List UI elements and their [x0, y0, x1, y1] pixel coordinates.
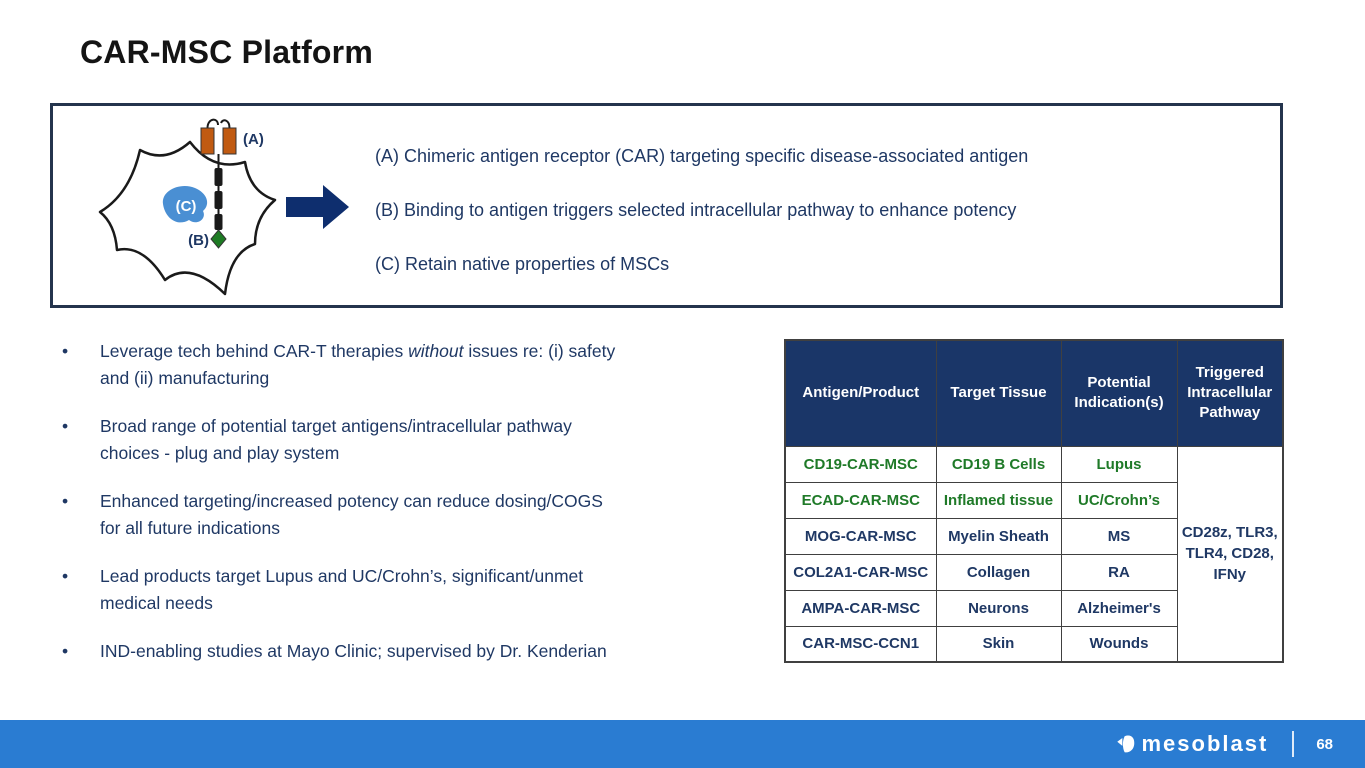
cell-product: COL2A1-CAR-MSC — [784, 553, 937, 591]
cell-product: CAR-MSC-CCN1 — [784, 625, 937, 663]
header-triggered-pathway: Triggered Intracellular Pathway — [1176, 339, 1284, 447]
bullet-line: Broad range of potential target antigens… — [100, 416, 572, 436]
cell-tissue: Skin — [935, 625, 1062, 663]
label-c: (C) — [176, 198, 197, 215]
bullet-item-lead-products: Lead products target Lupus and UC/Crohn’… — [62, 563, 762, 617]
page-number: 68 — [1316, 735, 1333, 753]
footer-divider — [1292, 731, 1295, 757]
msc-cell-diagram: (C) (A) (B) — [98, 118, 277, 296]
description-a: (A) Chimeric antigen receptor (CAR) targ… — [375, 146, 1029, 166]
bullet-line: Enhanced targeting/increased potency can… — [100, 491, 603, 511]
cell-tissue: Inflamed tissue — [935, 481, 1062, 519]
bullet-list: Leverage tech behind CAR-T therapies wit… — [62, 338, 762, 686]
cell-product: AMPA-CAR-MSC — [784, 589, 937, 627]
brand-wordmark: mesoblast — [1141, 731, 1269, 756]
receptor-domain-left — [200, 127, 215, 155]
cell-product: ECAD-CAR-MSC — [784, 481, 937, 519]
bullet-line: for all future indications — [100, 518, 280, 538]
cell-tissue: Myelin Sheath — [935, 517, 1062, 555]
bullet-item-leverage: Leverage tech behind CAR-T therapies wit… — [62, 338, 762, 392]
footer-bar: mesoblast 68 — [0, 720, 1365, 768]
cell-indication: RA — [1060, 553, 1178, 591]
diagram-panel: (C) (A) (B) (A) Chimeric antigen recepto… — [50, 103, 1283, 308]
page-title: CAR-MSC Platform — [80, 34, 373, 70]
description-b: (B) Binding to antigen triggers selected… — [375, 200, 1017, 220]
cell-indication: UC/Crohn’s — [1060, 481, 1178, 519]
receptor-loop — [206, 118, 231, 129]
label-b: (B) — [188, 232, 209, 249]
bullet-line: Lead products target Lupus and UC/Crohn’… — [100, 566, 584, 586]
products-table: Antigen/Product Target Tissue Potential … — [784, 339, 1284, 663]
cell-indication: MS — [1060, 517, 1178, 555]
cell-product: CD19-CAR-MSC — [784, 445, 937, 483]
bullet-item-enhanced-targeting: Enhanced targeting/increased potency can… — [62, 488, 762, 542]
bullet-text: Leverage tech behind CAR-T therapies — [100, 341, 409, 361]
bullet-line: choices - plug and play system — [100, 443, 340, 463]
bullet-text-italic: without — [408, 341, 464, 361]
label-a: (A) — [243, 131, 264, 148]
right-arrow-icon — [286, 185, 349, 229]
table-header-row: Antigen/Product Target Tissue Potential … — [784, 339, 1284, 447]
table-row: AMPA-CAR-MSC Neurons Alzheimer's — [784, 589, 1283, 627]
cell-tissue: CD19 B Cells — [935, 445, 1062, 483]
cell-indication: Lupus — [1060, 445, 1178, 483]
cell-product: MOG-CAR-MSC — [784, 517, 937, 555]
bullet-item-broad-range: Broad range of potential target antigens… — [62, 413, 762, 467]
table-row: CAR-MSC-CCN1 Skin Wounds — [784, 625, 1283, 663]
cell-tissue: Neurons — [935, 589, 1062, 627]
bullet-text: issues re: (i) safety — [463, 341, 616, 361]
signal-domain-3 — [214, 214, 223, 230]
header-potential-indications: Potential Indication(s) — [1060, 339, 1178, 447]
header-antigen-product: Antigen/Product — [784, 339, 937, 447]
table-row: ECAD-CAR-MSC Inflamed tissue UC/Crohn’s — [784, 481, 1283, 519]
bullet-line: Leverage tech behind CAR-T therapies wit… — [100, 338, 762, 365]
bullet-line: medical needs — [100, 593, 213, 613]
diagram-descriptions: (A) Chimeric antigen receptor (CAR) targ… — [375, 144, 1028, 306]
cell-tissue: Collagen — [935, 553, 1062, 591]
bullet-item-ind-studies: IND-enabling studies at Mayo Clinic; sup… — [62, 638, 762, 665]
table-row: CD19-CAR-MSC CD19 B Cells Lupus CD28z, T… — [784, 445, 1284, 663]
description-c: (C) Retain native properties of MSCs — [375, 254, 670, 274]
leaf-icon — [1117, 735, 1135, 753]
mesoblast-logo: mesoblast — [1115, 731, 1268, 757]
bullet-line: and (ii) manufacturing — [100, 368, 270, 388]
receptor-domain-right — [222, 127, 237, 155]
cell-indication: Alzheimer's — [1060, 589, 1178, 627]
binder-diamond — [210, 229, 227, 249]
signal-domain-1 — [214, 168, 223, 186]
nucleus-blob — [162, 185, 208, 223]
cell-indication: Wounds — [1060, 625, 1178, 663]
cell-pathway: CD28z, TLR3, TLR4, CD28, IFNy — [1176, 445, 1284, 663]
signal-domain-2 — [214, 191, 223, 209]
bullet-line: IND-enabling studies at Mayo Clinic; sup… — [100, 641, 607, 661]
header-target-tissue: Target Tissue — [935, 339, 1062, 447]
